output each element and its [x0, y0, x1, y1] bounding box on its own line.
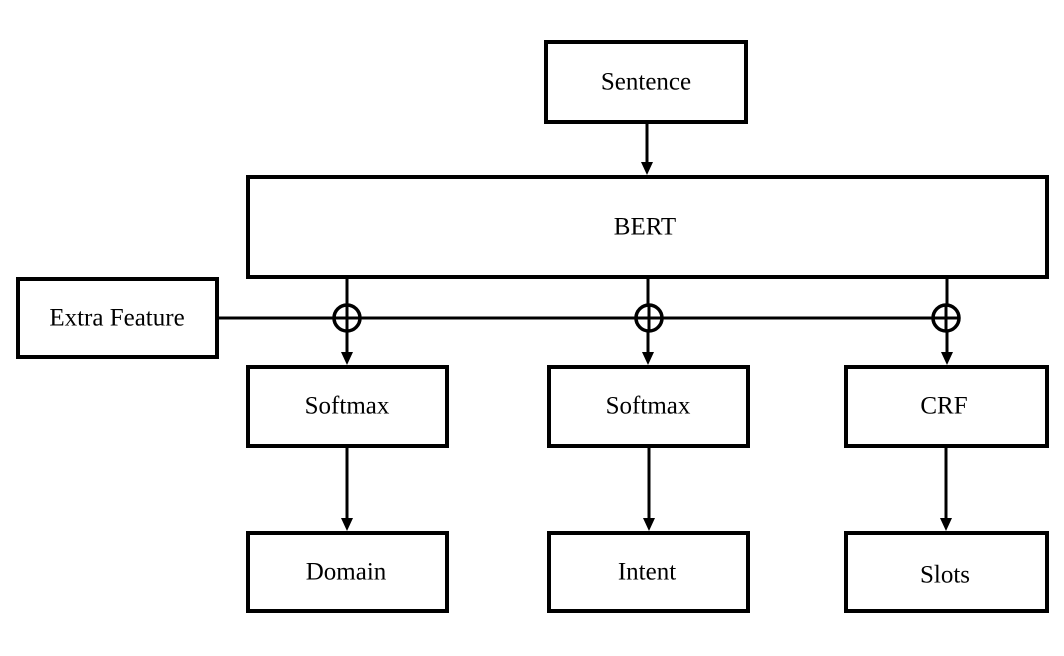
bert-label: BERT — [614, 214, 676, 241]
softmax-domain-node: Softmax — [246, 365, 449, 448]
intent-node: Intent — [547, 531, 750, 613]
sentence-label: Sentence — [601, 69, 691, 96]
concat-operator-icon — [332, 303, 362, 333]
slots-label: Slots — [920, 562, 970, 589]
crf-label: CRF — [920, 393, 967, 420]
concat-operator-icon — [634, 303, 664, 333]
softmax-intent-node: Softmax — [547, 365, 750, 448]
domain-label: Domain — [306, 559, 387, 586]
crf-node: CRF — [844, 365, 1049, 448]
sentence-node: Sentence — [544, 40, 748, 124]
concat-operator-icon — [931, 303, 961, 333]
intent-label: Intent — [618, 559, 676, 586]
extra-feature-label: Extra Feature — [49, 305, 184, 332]
slots-node: Slots — [844, 531, 1049, 613]
softmax-intent-label: Softmax — [606, 393, 691, 420]
softmax-domain-label: Softmax — [305, 393, 390, 420]
domain-node: Domain — [246, 531, 449, 613]
extra-feature-node: Extra Feature — [16, 277, 219, 359]
bert-node: BERT — [246, 175, 1049, 279]
